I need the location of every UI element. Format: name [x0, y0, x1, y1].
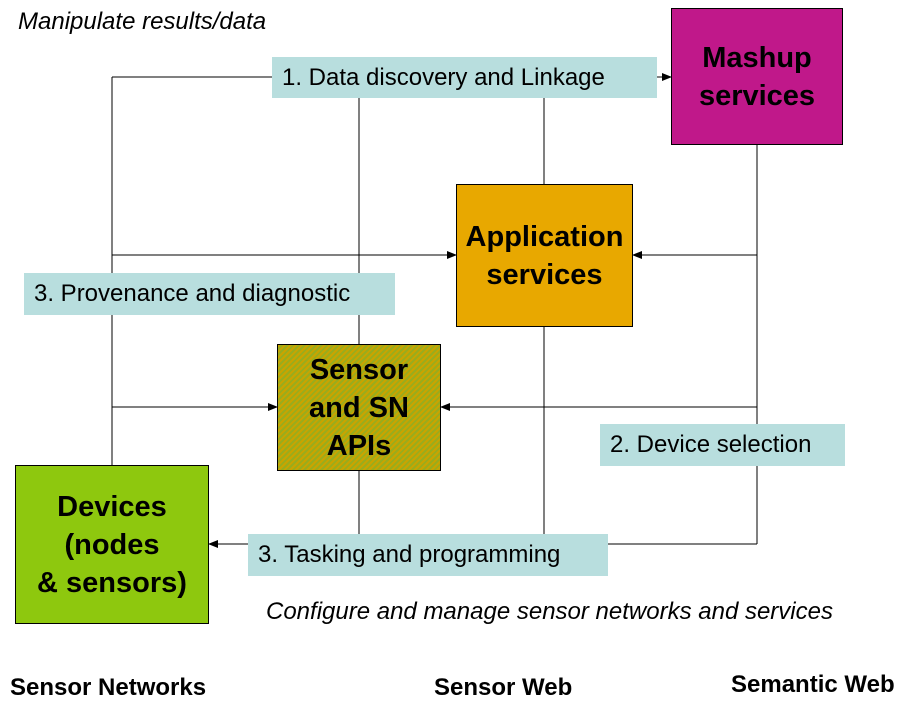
sensor-networks-heading: Sensor Networks	[10, 674, 207, 701]
application-services-line-2: services	[486, 258, 603, 291]
sensor-web-heading: Sensor Web	[434, 674, 573, 701]
semantic-web-heading: Semantic Web	[731, 671, 895, 698]
tasking-label: 3. Tasking and programming	[248, 534, 608, 576]
devices-line-3: & sensors)	[37, 566, 187, 599]
bottom-caption: Configure and manage sensor networks and…	[266, 598, 833, 625]
devices-line-1: Devices	[57, 490, 167, 523]
sensor-apis-line-3: APIs	[326, 429, 392, 462]
devices-box: Devices (nodes & sensors)	[15, 465, 209, 624]
mashup-services-line-2: services	[698, 79, 816, 112]
data-discovery-label: 1. Data discovery and Linkage	[272, 57, 657, 98]
sensor-apis-line-1: Sensor	[309, 353, 409, 386]
provenance-label: 3. Provenance and diagnostic	[24, 273, 395, 315]
mashup-services-line-1: Mashup	[702, 41, 812, 74]
mashup-services-box: Mashup services	[671, 8, 843, 145]
application-services-box: Application services	[456, 184, 633, 327]
sensor-sn-apis-box: Sensor and SN APIs	[277, 344, 441, 471]
device-selection-label: 2. Device selection	[600, 424, 845, 466]
top-caption: Manipulate results/data	[18, 8, 267, 35]
sensor-apis-line-2: and SN	[309, 391, 409, 424]
devices-line-2: (nodes	[64, 528, 160, 561]
application-services-line-1: Application	[465, 220, 624, 253]
